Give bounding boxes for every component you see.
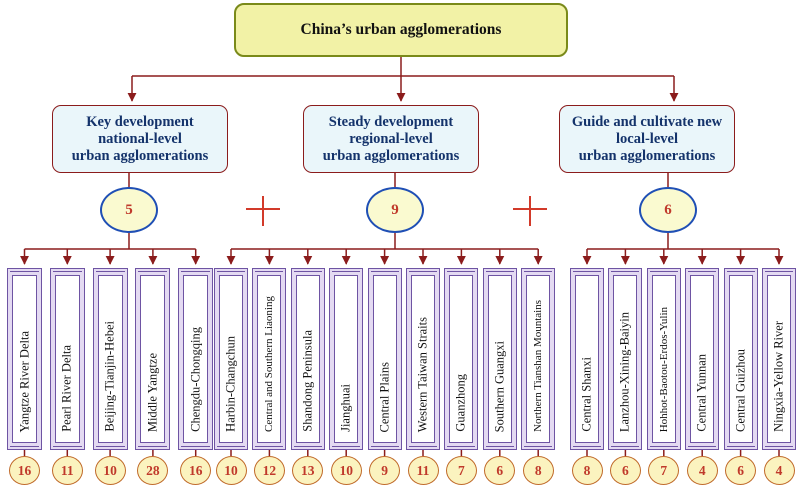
agglomeration-box: Hohhot-Baotou-Erdos-Yulin xyxy=(646,268,681,450)
diagram-title: China’s urban agglomerations xyxy=(234,3,568,57)
city-count-badge: 7 xyxy=(648,456,680,485)
agglomeration-name: Northern Tianshan Mountains xyxy=(532,300,545,432)
agglomeration-name: Jianghuai xyxy=(338,384,353,432)
agglomeration-box-inner: Southern Guangxi xyxy=(487,275,512,443)
agglomeration-box-inner: Pearl River Delta xyxy=(54,275,80,443)
agglomeration-name: Shandong Peninsula xyxy=(300,330,315,432)
agglomeration-box-inner: Central Shanxi xyxy=(575,275,599,443)
city-count-badge: 9 xyxy=(369,456,401,485)
city-count-badge: 16 xyxy=(180,456,212,485)
agglomeration-name: Southern Guangxi xyxy=(492,340,507,432)
agglomeration-name: Guanzhong xyxy=(453,374,468,432)
agglomeration-box: Central Shanxi xyxy=(570,268,604,450)
agglomeration-box-inner: Chengdu-Chongqing xyxy=(183,275,209,443)
agglomeration-box-inner: Shandong Peninsula xyxy=(295,275,320,443)
national-count-badge: 5 xyxy=(100,187,158,233)
city-count-badge: 10 xyxy=(330,456,362,485)
plus-sign-2 xyxy=(513,196,547,226)
agglomeration-box-inner: Beijing-Tianjin-Hebei xyxy=(97,275,123,443)
agglomeration-box-inner: Hohhot-Baotou-Erdos-Yulin xyxy=(651,275,676,443)
agglomeration-box: Jianghuai xyxy=(329,268,364,450)
agglomeration-box: Northern Tianshan Mountains xyxy=(521,268,556,450)
agglomeration-name: Western Taiwan Straits xyxy=(415,316,430,432)
agglomeration-name: Hohhot-Baotou-Erdos-Yulin xyxy=(657,306,670,432)
agglomeration-box: Central Guizhou xyxy=(723,268,758,450)
agglomeration-box-inner: Western Taiwan Straits xyxy=(411,275,435,443)
city-count-badge: 11 xyxy=(407,456,439,485)
agglomeration-box-inner: Yangtze River Delta xyxy=(12,275,37,443)
agglomeration-box: Central Plains xyxy=(367,268,402,450)
agglomeration-box: Ningxia-Yellow River xyxy=(762,268,796,450)
agglomeration-box-inner: Ningxia-Yellow River xyxy=(767,275,791,443)
category-regional-level: Steady development regional-level urban … xyxy=(303,105,479,173)
agglomeration-box-inner: Guanzhong xyxy=(449,275,474,443)
agglomeration-name: Central Plains xyxy=(377,361,392,432)
city-count-badge: 28 xyxy=(137,456,169,485)
city-count-badge: 6 xyxy=(725,456,757,485)
city-count-badge: 8 xyxy=(522,456,554,485)
local-count-badge: 6 xyxy=(639,187,697,233)
agglomeration-box: Central Yunnan xyxy=(685,268,720,450)
agglomeration-box-inner: Middle Yangtze xyxy=(140,275,166,443)
agglomeration-box: Chengdu-Chongqing xyxy=(178,268,214,450)
plus-sign-1 xyxy=(246,196,280,226)
agglomeration-box: Middle Yangtze xyxy=(135,268,171,450)
agglomeration-box-inner: Lanzhou-Xining-Baiyin xyxy=(613,275,638,443)
agglomeration-box-inner: Central and Southern Liaoning xyxy=(257,275,282,443)
agglomeration-box-inner: Northern Tianshan Mountains xyxy=(526,275,551,443)
agglomeration-name: Central Yunnan xyxy=(694,354,709,432)
category-national-level: Key development national-level urban agg… xyxy=(52,105,228,173)
agglomeration-box: Pearl River Delta xyxy=(49,268,85,450)
agglomeration-box-inner: Jianghuai xyxy=(334,275,359,443)
agglomeration-box-inner: Central Plains xyxy=(372,275,397,443)
category-local-level: Guide and cultivate new local-level urba… xyxy=(559,105,735,173)
agglomeration-name: Central Guizhou xyxy=(733,349,748,432)
agglomeration-name: Lanzhou-Xining-Baiyin xyxy=(617,311,632,432)
city-count-badge: 7 xyxy=(445,456,477,485)
agglomeration-name: Central Shanxi xyxy=(579,357,594,432)
agglomeration-box: Lanzhou-Xining-Baiyin xyxy=(608,268,643,450)
agglomeration-name: Harbin-Changchun xyxy=(223,336,238,432)
city-count-badge: 6 xyxy=(484,456,516,485)
agglomeration-name: Pearl River Delta xyxy=(59,345,74,432)
agglomeration-name: Middle Yangtze xyxy=(145,352,160,432)
city-count-badge: 10 xyxy=(94,456,126,485)
city-count-badge: 8 xyxy=(571,456,603,485)
city-count-badge: 16 xyxy=(9,456,40,485)
agglomeration-box: Beijing-Tianjin-Hebei xyxy=(92,268,128,450)
city-count-badge: 13 xyxy=(292,456,324,485)
agglomeration-box-inner: Central Guizhou xyxy=(728,275,753,443)
city-count-badge: 4 xyxy=(763,456,795,485)
city-count-badge: 10 xyxy=(215,456,247,485)
agglomeration-name: Beijing-Tianjin-Hebei xyxy=(102,321,117,432)
agglomeration-box-inner: Harbin-Changchun xyxy=(219,275,243,443)
agglomeration-name: Ningxia-Yellow River xyxy=(771,321,786,432)
agglomeration-box: Yangtze River Delta xyxy=(7,268,42,450)
agglomeration-box: Shandong Peninsula xyxy=(290,268,325,450)
agglomeration-name: Chengdu-Chongqing xyxy=(188,327,203,432)
agglomeration-name: Yangtze River Delta xyxy=(17,330,31,432)
city-count-badge: 6 xyxy=(609,456,641,485)
agglomeration-box: Guanzhong xyxy=(444,268,479,450)
regional-count-badge: 9 xyxy=(366,187,424,233)
agglomeration-box: Western Taiwan Straits xyxy=(406,268,440,450)
agglomeration-box: Harbin-Changchun xyxy=(214,268,248,450)
city-count-badge: 11 xyxy=(51,456,83,485)
city-count-badge: 4 xyxy=(686,456,718,485)
city-count-badge: 12 xyxy=(253,456,285,485)
agglomeration-box: Central and Southern Liaoning xyxy=(252,268,287,450)
agglomeration-name: Central and Southern Liaoning xyxy=(263,296,276,432)
agglomeration-box: Southern Guangxi xyxy=(482,268,517,450)
agglomeration-box-inner: Central Yunnan xyxy=(690,275,715,443)
